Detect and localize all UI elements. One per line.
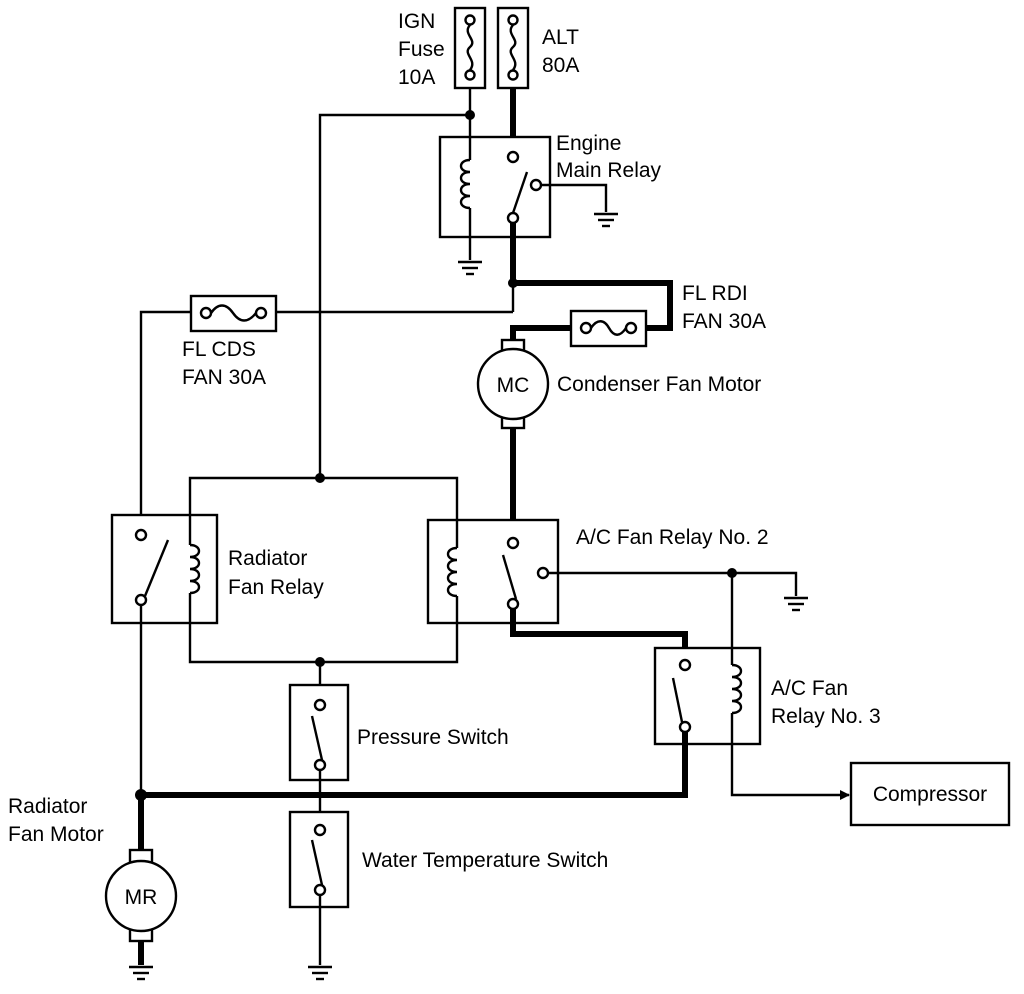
ground-icon (308, 895, 332, 981)
thick-wire (513, 280, 673, 331)
ac-fan-relay-2 (426, 518, 560, 625)
alt-fuse-label-line2: 80A (542, 54, 579, 77)
ac-fan-relay-3-label: A/C Fan Relay No. 3 (771, 677, 881, 728)
fl-rdi-fan-label: FL RDI FAN 30A (682, 282, 766, 333)
radiator-fan-relay-label: Radiator Fan Relay (228, 547, 324, 599)
fl-cds-fan-label-line2: FAN 30A (182, 366, 266, 389)
alt-fuse-label-line1: ALT (542, 26, 579, 49)
fl-cds-fan-label: FL CDS FAN 30A (182, 338, 266, 389)
ground-icon (458, 237, 482, 276)
engine-main-relay-label: Engine Main Relay (556, 132, 662, 182)
water-temperature-switch (288, 810, 350, 909)
ground-icon (129, 941, 153, 981)
engine-main-relay (438, 135, 552, 239)
ign-fuse (453, 6, 487, 90)
wire (139, 310, 191, 530)
engine-main-relay-label-line2: Main Relay (556, 159, 662, 182)
pressure-switch-label: Pressure Switch (357, 726, 509, 749)
ign-fuse-label-line1: IGN (398, 10, 435, 33)
radiator-fan-motor-label-line2: Fan Motor (8, 823, 104, 846)
fl-rdi-fan-label-line2: FAN 30A (682, 310, 766, 333)
wire (188, 622, 459, 664)
mr-symbol: MR (125, 886, 158, 909)
compressor-label: Compressor (873, 783, 987, 806)
mc-symbol: MC (497, 374, 530, 397)
compressor: Compressor (849, 761, 1011, 827)
water-temperature-switch-label: Water Temperature Switch (362, 849, 608, 872)
ac-fan-relay-3-label-line1: A/C Fan (771, 677, 848, 700)
ign-fuse-label: IGN Fuse 10A (398, 10, 445, 89)
condenser-fan-motor-label: Condenser Fan Motor (557, 373, 761, 396)
wire (548, 571, 798, 596)
radiator-fan-relay-label-line2: Fan Relay (228, 576, 324, 599)
radiator-fan-motor-label: Radiator Fan Motor (8, 795, 104, 846)
ign-fuse-label-line2: Fuse (398, 38, 445, 61)
alt-fuse (496, 6, 530, 90)
thick-wire (510, 325, 571, 343)
wire (188, 476, 459, 520)
wire (318, 113, 470, 478)
fl-cds-fan-fuse (189, 294, 278, 333)
ground-icon (784, 596, 808, 612)
ac-fan-relay-3 (653, 646, 762, 746)
fl-rdi-fan-label-line1: FL RDI (682, 282, 748, 305)
ground-icon (541, 183, 618, 228)
condenser-fan-motor: MC (476, 338, 550, 430)
wire-to-compressor (730, 744, 850, 800)
fl-cds-fan-label-line1: FL CDS (182, 338, 256, 361)
ac-fan-relay-3-label-line2: Relay No. 3 (771, 705, 881, 728)
radiator-fan-motor: MR (104, 848, 178, 943)
thick-wire (141, 732, 688, 798)
ign-fuse-label-line3: 10A (398, 66, 435, 89)
ac-fan-relay-2-label: A/C Fan Relay No. 2 (576, 526, 769, 549)
radiator-fan-motor-label-line1: Radiator (8, 795, 87, 818)
pressure-switch (288, 683, 350, 782)
radiator-fan-relay-label-line1: Radiator (228, 547, 307, 570)
engine-main-relay-label-line1: Engine (556, 132, 621, 155)
alt-fuse-label: ALT 80A (542, 26, 579, 77)
fl-rdi-fan-fuse (569, 309, 648, 348)
radiator-fan-relay (110, 513, 219, 625)
